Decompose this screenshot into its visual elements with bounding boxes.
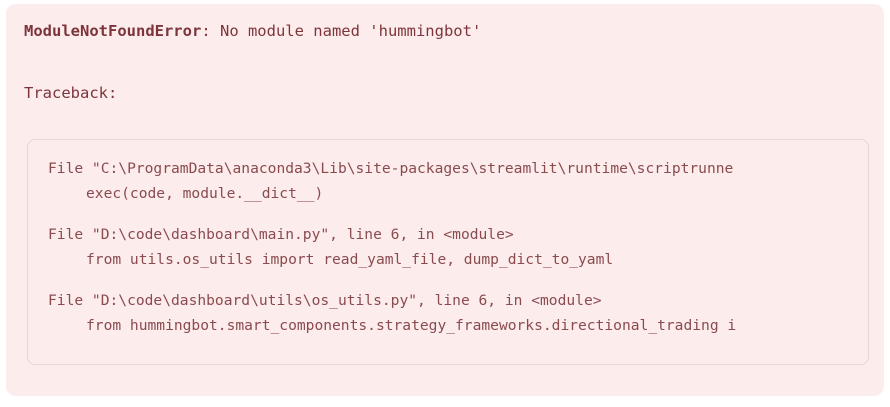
- error-type: ModuleNotFoundError: [24, 22, 202, 40]
- error-summary: ModuleNotFoundError: No module named 'hu…: [24, 20, 878, 42]
- traceback-label: Traceback:: [24, 84, 118, 102]
- traceback-frame-source: from hummingbot.smart_components.strateg…: [86, 317, 737, 334]
- traceback-code-content: File "C:\ProgramData\anaconda3\Lib\site-…: [48, 156, 868, 364]
- traceback-frame-source: exec(code, module.__dict__): [86, 185, 324, 202]
- error-alert-body: ModuleNotFoundError: No module named 'hu…: [24, 20, 878, 396]
- error-separator: :: [201, 22, 220, 40]
- traceback-frame-location: File "D:\code\dashboard\main.py", line 6…: [48, 226, 514, 243]
- traceback-frame: File "D:\code\dashboard\main.py", line 6…: [48, 222, 868, 272]
- error-message: No module named 'hummingbot': [219, 22, 482, 40]
- traceback-frame-location: File "D:\code\dashboard\utils\os_utils.p…: [48, 292, 602, 309]
- error-alert: ModuleNotFoundError: No module named 'hu…: [6, 4, 884, 396]
- traceback-code-block[interactable]: File "C:\ProgramData\anaconda3\Lib\site-…: [27, 139, 869, 365]
- traceback-frame: File "D:\code\dashboard\utils\os_utils.p…: [48, 288, 868, 338]
- traceback-frame-source: from utils.os_utils import read_yaml_fil…: [86, 251, 614, 268]
- traceback-frame-location: File "C:\ProgramData\anaconda3\Lib\site-…: [48, 160, 734, 177]
- traceback-frame: File "C:\ProgramData\anaconda3\Lib\site-…: [48, 156, 868, 206]
